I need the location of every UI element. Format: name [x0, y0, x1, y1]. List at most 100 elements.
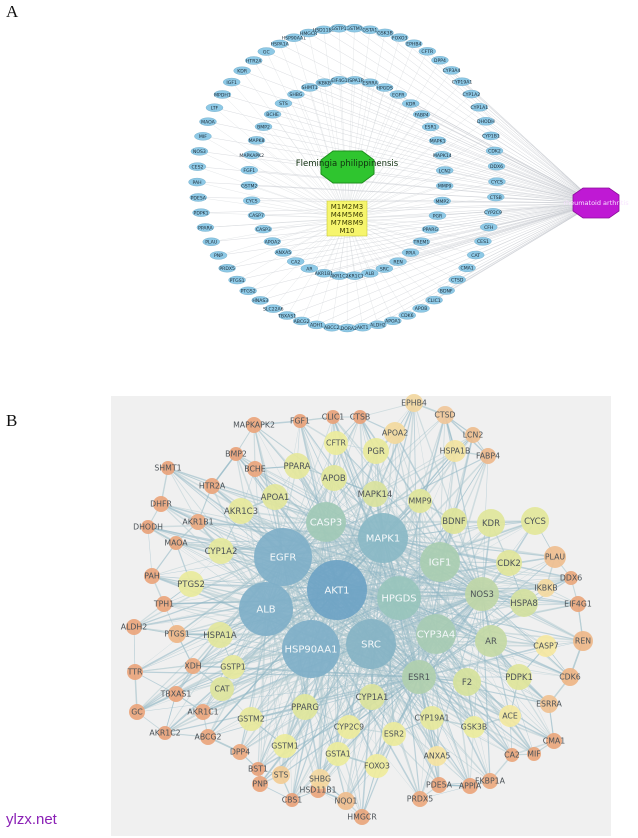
target-node: IKBKB: [315, 78, 333, 87]
edge-to-disease: [430, 126, 597, 204]
gene-node: [540, 695, 558, 713]
gene-node-circle: [247, 461, 263, 477]
edge-to-disease: [339, 80, 597, 204]
target-node-ellipse: [433, 151, 452, 160]
gene-node-label: GSTM2: [237, 715, 264, 724]
edge-to-disease: [362, 202, 597, 328]
gene-node-circle: [272, 766, 290, 784]
gene-node-label: EIF4G1: [564, 600, 592, 609]
target-node-ellipse: [213, 90, 232, 99]
edge-to-disease: [211, 202, 597, 242]
gene-node: [420, 542, 460, 582]
target-node-label: CFH: [484, 225, 493, 231]
gene-node-label: AKR1B1: [182, 518, 213, 527]
edge-to-module: [346, 94, 399, 219]
target-node-label: CYCS: [491, 179, 503, 185]
gene-node: [427, 746, 447, 766]
target-node-ellipse: [299, 28, 318, 38]
gene-node-label: FABP4: [476, 452, 500, 461]
gene-node: [463, 716, 485, 738]
target-node-ellipse: [307, 320, 326, 330]
gene-node-label: CDK2: [497, 559, 520, 569]
gene-node: [239, 582, 293, 636]
gene-node-circle: [190, 514, 206, 530]
target-node-ellipse: [202, 237, 220, 246]
gene-node-circle: [505, 748, 519, 762]
target-node-label: AKR1B1: [315, 271, 333, 277]
edge-to-module: [346, 28, 355, 219]
target-node: APOA2: [263, 237, 282, 246]
gene-node: [247, 461, 263, 477]
target-node-label: KDR: [406, 101, 417, 107]
gene-node-label: CTSB: [350, 413, 371, 422]
target-node-ellipse: [389, 257, 407, 266]
edge-to-disease: [485, 121, 597, 204]
target-node: KDR: [233, 66, 251, 75]
edge-to-module: [346, 70, 452, 219]
gene-node: [377, 576, 421, 620]
gene-node: [462, 778, 478, 794]
gene-node-label: CA2: [504, 751, 520, 760]
edge-to-disease: [256, 202, 597, 216]
target-node: AKR1B1: [315, 269, 333, 278]
target-node: PPARG: [421, 225, 440, 234]
target-node-ellipse: [428, 211, 447, 220]
gene-node-label: CYP1A2: [205, 547, 238, 557]
network-edge: [419, 593, 483, 800]
target-node-label: PTGS2: [241, 289, 256, 295]
gene-node-circle: [292, 694, 318, 720]
target-node: GSTP1: [330, 24, 348, 33]
gene-node-label: PGR: [367, 447, 385, 457]
target-node: APOA1: [384, 316, 402, 326]
target-node-ellipse: [421, 225, 440, 234]
target-node-label: MAOA: [201, 119, 216, 125]
target-node: KDR: [402, 99, 420, 108]
target-node-label: HTR2A: [246, 58, 262, 64]
edge-to-disease: [421, 114, 597, 204]
gene-node-label: EPHB4: [401, 399, 427, 408]
gene-node-label: CYCS: [524, 517, 546, 527]
gene-node: [561, 668, 579, 686]
edge-to-module: [346, 196, 496, 219]
panel-a-letter: A: [6, 2, 19, 21]
gene-node-label: CMA1: [543, 737, 566, 746]
network-edge: [136, 676, 420, 713]
target-node: HTR2A: [245, 56, 263, 65]
gene-node-label: AR: [485, 637, 497, 647]
gene-node: [384, 422, 406, 444]
target-node-ellipse: [287, 90, 305, 99]
edge-to-disease: [323, 29, 597, 204]
target-node: HSPA1B: [346, 76, 364, 85]
target-node: ALDH2: [369, 320, 387, 329]
gene-node: [420, 706, 444, 730]
edge-to-disease: [461, 81, 597, 204]
gene-node-circle: [321, 465, 347, 491]
target-node: PRDX5: [218, 264, 236, 273]
gene-node-label: DHODH: [133, 523, 163, 532]
gene-node-circle: [353, 410, 367, 424]
gene-node: [535, 635, 557, 657]
target-node-ellipse: [412, 304, 430, 313]
target-node-label: IKBKB: [317, 80, 331, 86]
target-node-label: CES1: [477, 239, 489, 245]
target-node: REN: [389, 257, 407, 266]
network-edge: [435, 633, 491, 782]
target-node-label: MAPK1: [430, 138, 446, 144]
target-node: CYP19A1: [452, 77, 472, 86]
target-node-label: DPP4: [434, 58, 446, 64]
target-node-label: CYCS: [246, 199, 258, 205]
target-node-label: GSTM2: [241, 183, 257, 189]
edge-to-module: [346, 93, 472, 219]
module-label: M3: [353, 203, 364, 211]
gene-node-label: HSPA8: [510, 599, 538, 609]
target-node-label: ABCC2: [324, 325, 340, 331]
gene-node-circle: [169, 536, 183, 550]
target-node-ellipse: [376, 28, 394, 38]
gene-node: [156, 596, 172, 612]
gene-node-label: CASP7: [533, 642, 558, 651]
gene-node-label: BDNF: [442, 517, 466, 527]
target-node-ellipse: [239, 286, 257, 296]
target-node-label: GSTM1: [346, 26, 362, 32]
gene-node-label: MIF: [527, 750, 541, 759]
gene-node-label: CYP1A1: [356, 693, 389, 703]
